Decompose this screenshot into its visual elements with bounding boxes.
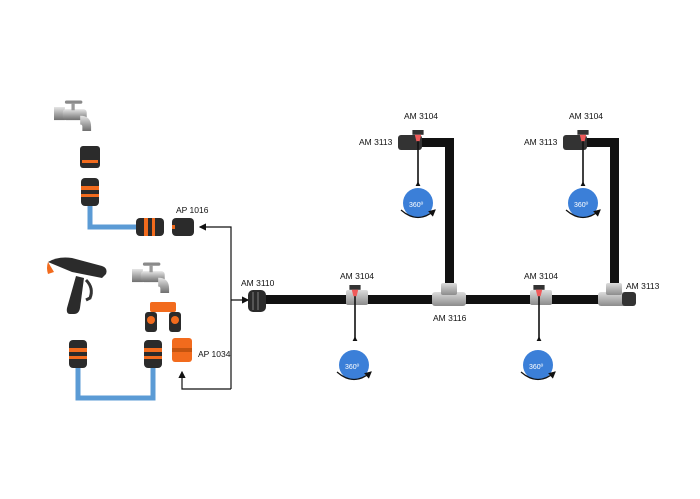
tap-adapter <box>80 146 100 168</box>
label-am3113-riser-right: AM 3113 <box>524 137 558 147</box>
label-am3116: AM 3116 <box>433 313 467 323</box>
spray-circle-icon <box>523 350 553 380</box>
label-ap1016: AP 1016 <box>176 205 209 215</box>
upper-tap-assembly: AP 1016 <box>54 100 209 236</box>
spray-label: 360º <box>574 202 589 209</box>
hose-connector-gun <box>69 340 87 368</box>
feed-lines <box>178 223 250 390</box>
spray-label: 360º <box>529 364 544 371</box>
lower-assembly: AP 1034 <box>47 257 231 401</box>
riser-top-left <box>420 138 454 147</box>
tap-adapter-ring <box>82 160 98 163</box>
label-am3113-riser-left: AM 3113 <box>359 137 393 147</box>
feed-line-ap1016 <box>198 223 232 389</box>
spray-gun-icon <box>47 257 107 314</box>
label-am3104-riser-right: AM 3104 <box>569 111 603 121</box>
tap-icon <box>132 262 170 293</box>
hose-connector-horizontal <box>136 218 164 236</box>
hose-connector-splitter <box>144 340 162 368</box>
riser-top-right <box>585 138 619 147</box>
hose-connector-upper <box>81 178 99 206</box>
label-ap1034: AP 1034 <box>198 349 231 359</box>
am3116-tee-left <box>432 283 466 306</box>
ap1016-adapter <box>172 218 194 236</box>
label-am3104-riser-left: AM 3104 <box>404 111 438 121</box>
tap-icon <box>54 100 92 131</box>
spray-circle-icon <box>403 188 433 218</box>
riser-sprinkler-left: AM 3104 AM 3113 <box>359 111 438 186</box>
ap1034-adapter <box>172 338 192 362</box>
spray-label: 360º <box>409 202 424 209</box>
label-am3104-line-left: AM 3104 <box>340 271 374 281</box>
main-line-fittings: AM 3110 AM 3116 AM 3113 <box>241 278 660 323</box>
label-am3104-line-right: AM 3104 <box>524 271 558 281</box>
am3110-connector <box>248 290 266 312</box>
blue-hose-upper <box>87 206 136 230</box>
spray-label: 360º <box>345 364 360 371</box>
spray-circle-line-right: 360º <box>520 350 556 381</box>
y-splitter-icon <box>145 302 181 332</box>
feed-line-ap1034 <box>178 370 231 390</box>
label-am3110: AM 3110 <box>241 278 275 288</box>
riser-sprinkler-right: AM 3104 AM 3113 <box>524 111 603 186</box>
blue-hose-lower <box>75 368 156 401</box>
line-sprinkler-right: AM 3104 <box>524 271 558 341</box>
spray-circle-icon <box>568 188 598 218</box>
main-pipe-network <box>262 138 620 304</box>
label-am3113-end: AM 3113 <box>626 281 660 291</box>
spray-circle-riser-right: 360º <box>565 188 601 219</box>
riser-pipe-right <box>610 138 619 298</box>
line-sprinkler-left: AM 3104 <box>340 271 374 341</box>
am3113-end-cap <box>622 292 636 306</box>
spray-circle-line-left: 360º <box>336 350 372 381</box>
riser-pipe-left <box>445 138 454 298</box>
spray-circle-riser-left: 360º <box>400 188 436 219</box>
spray-circle-icon <box>339 350 369 380</box>
